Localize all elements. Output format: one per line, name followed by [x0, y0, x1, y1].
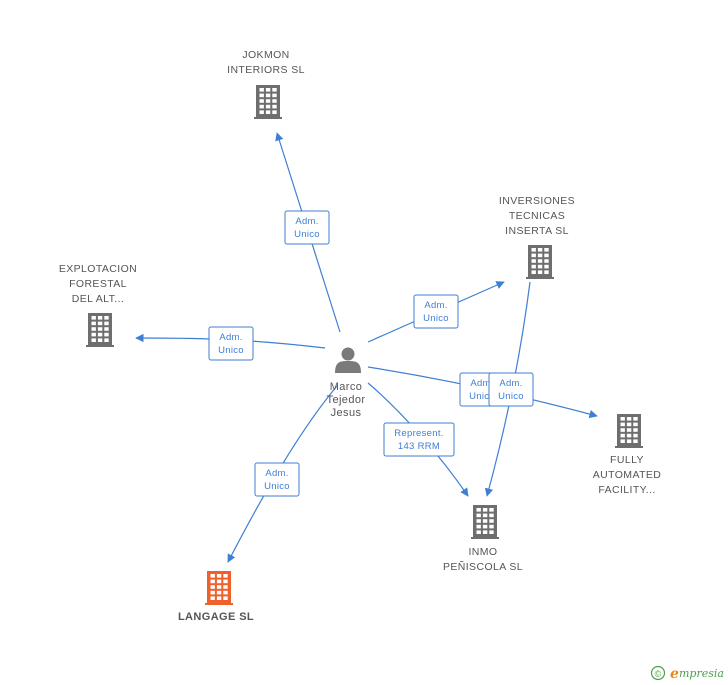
edge-label-text: Unico: [294, 229, 320, 240]
building-icon: [615, 414, 643, 448]
company-label-line: LANGAGE SL: [178, 611, 254, 623]
edge-label-text: Adm.: [295, 216, 318, 227]
company-label-line: JOKMON: [242, 49, 289, 61]
edge-label-text: Unico: [469, 391, 495, 402]
copyright-circle: [650, 665, 666, 681]
footer-logo: © e mpresia: [650, 665, 724, 682]
building-icon: [526, 245, 554, 279]
person-name-line: Marco: [330, 381, 363, 393]
building-icon: [471, 505, 499, 539]
edge-label-box: [413, 294, 459, 329]
company-node-fully[interactable]: FULLY AUTOMATED FACILITY...: [593, 414, 662, 496]
company-node-jokmon[interactable]: JOKMON INTERIORS SL: [227, 49, 305, 119]
person-name-line: Jesus: [331, 407, 362, 419]
edge-label-person-explotacion[interactable]: Adm. Unico: [208, 326, 254, 361]
edge-label-inversiones-inmo[interactable]: Adm. Unico: [488, 372, 534, 407]
company-label-line: EXPLOTACION: [59, 263, 137, 275]
company-label-line: INVERSIONES: [499, 195, 575, 207]
building-icon: [254, 85, 282, 119]
company-label-line: FORESTAL: [69, 278, 127, 290]
company-label-line: INSERTA SL: [505, 225, 569, 237]
edge-label-text: Adm.: [470, 378, 493, 389]
edge-label-person-inmo[interactable]: Represent. 143 RRM: [383, 422, 455, 457]
edge-label-box: [488, 372, 534, 407]
edge-label-text: Adm.: [219, 332, 242, 343]
company-label-line: TECNICAS: [509, 210, 565, 222]
edge-label-person-langage[interactable]: Adm. Unico: [254, 462, 300, 497]
company-label-line: DEL ALT...: [72, 293, 124, 305]
edge-label-person-jokmon[interactable]: Adm. Unico: [284, 210, 330, 245]
company-node-explotacion[interactable]: EXPLOTACION FORESTAL DEL ALT...: [59, 263, 137, 347]
company-label-line: FACILITY...: [598, 484, 655, 496]
edge-label-text: Adm.: [265, 468, 288, 479]
company-node-langage[interactable]: LANGAGE SL: [178, 571, 254, 623]
brand-name: mpresia: [679, 667, 724, 680]
company-label-line: AUTOMATED: [593, 469, 662, 481]
brand-initial: e: [670, 666, 679, 682]
copyright-symbol: ©: [655, 669, 662, 679]
edge-label-text: Unico: [423, 313, 449, 324]
edge-label-box: [208, 326, 254, 361]
edge-label-box: [284, 210, 330, 245]
edge-labels-layer: Adm.UnicoAdm.UnicoAdm.UnicoAdm.UnicoAdm.…: [208, 210, 534, 497]
edge-label-text: Represent.: [394, 428, 443, 439]
edge-label-box: [383, 422, 455, 457]
person-name-line: Tejedor: [327, 394, 366, 406]
edge-label-text: Unico: [498, 391, 524, 402]
company-label-line: FULLY: [610, 454, 644, 466]
company-label-line: PEÑISCOLA SL: [443, 560, 523, 573]
company-node-inmo[interactable]: INMO PEÑISCOLA SL: [443, 505, 523, 573]
edge-label-text: Adm.: [424, 300, 447, 311]
edge-label-text: 143 RRM: [398, 441, 440, 452]
company-label-line: INMO: [468, 546, 497, 558]
edge-label-person-inversiones[interactable]: Adm. Unico: [413, 294, 459, 329]
building-icon: [205, 571, 233, 605]
edge-label-text: Unico: [264, 481, 290, 492]
company-node-inversiones[interactable]: INVERSIONES TECNICAS INSERTA SL: [499, 195, 575, 279]
company-label-line: INTERIORS SL: [227, 64, 305, 76]
edge-label-box: [254, 462, 300, 497]
building-icon: [86, 313, 114, 347]
person-icon: [335, 347, 361, 373]
edge-label-text: Adm.: [499, 378, 522, 389]
edge-label-text: Unico: [218, 345, 244, 356]
